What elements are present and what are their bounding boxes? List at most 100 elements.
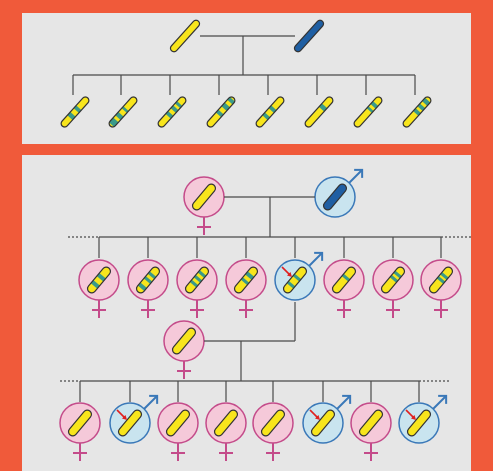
parent-chromosome-blue	[293, 19, 325, 53]
chromosome-body	[109, 96, 137, 128]
chromosome-band	[366, 106, 374, 113]
red-arrow-head	[315, 415, 320, 420]
chromosome-body	[170, 20, 200, 52]
chromosome-outline	[108, 96, 138, 128]
chromosome-band	[170, 105, 179, 113]
chromosome-body	[68, 410, 92, 436]
gamete-chromosome	[108, 96, 138, 128]
venus-icon	[372, 259, 414, 318]
mars-arrow-head	[314, 251, 324, 261]
chromosome-band	[440, 272, 449, 280]
red-arrow-shaft	[281, 266, 291, 276]
chromosome-outline	[135, 266, 161, 294]
chromosome-band	[268, 105, 277, 113]
chromosome-band	[96, 273, 106, 282]
venus-icon	[183, 176, 225, 235]
chromosome-band	[137, 282, 147, 292]
red-arrow-icon	[405, 409, 416, 420]
chromosome-outline	[67, 409, 93, 437]
chromosome-icon	[67, 409, 93, 437]
chromosome-icon	[165, 409, 191, 437]
chromosome-body	[214, 410, 238, 436]
chromosome-icon	[171, 327, 197, 355]
chromosome-body	[61, 96, 89, 128]
chromosome-body	[323, 184, 347, 210]
mars-icon	[314, 168, 364, 218]
chromosome-outline	[310, 409, 336, 437]
chromosome-outline	[304, 96, 334, 128]
chromosome-outline	[282, 266, 308, 294]
chromosome-band	[370, 101, 379, 109]
chromosome-body	[118, 410, 142, 436]
chromosome-band	[215, 109, 224, 118]
chromosome-band	[121, 106, 129, 113]
venus-icon	[163, 320, 205, 379]
venus-icon	[59, 402, 101, 461]
chromosome-body	[311, 410, 335, 436]
chromosome-band	[245, 271, 255, 280]
chromosome-body	[407, 410, 431, 436]
chromosome-body	[172, 328, 196, 354]
chromosome-band	[422, 97, 431, 106]
gamete-chromosome	[304, 96, 334, 128]
venus-icon	[205, 402, 247, 461]
chromosome-band	[197, 270, 207, 278]
gamete-chromosome	[206, 96, 236, 128]
red-arrow-shaft	[405, 409, 415, 419]
chromosome-body	[261, 410, 285, 436]
chromosome-outline	[157, 96, 187, 128]
chromosome-band	[286, 280, 296, 289]
chromosome-body	[234, 267, 258, 293]
chromosome-icon	[380, 266, 406, 294]
gamete-chromosome	[157, 96, 187, 128]
chromosome-outline	[86, 266, 112, 294]
red-arrow-icon	[281, 266, 292, 277]
chromosome-band	[436, 276, 446, 284]
mars-arrow-shaft	[348, 169, 363, 184]
chromosome-band	[115, 111, 124, 120]
chromosome-outline	[428, 266, 454, 294]
chromosome-outline	[206, 96, 236, 128]
chromosome-icon	[184, 266, 210, 294]
venus-icon	[323, 259, 365, 318]
chromosome-outline	[165, 409, 191, 437]
chromosome-icon	[331, 266, 357, 294]
venus-icon	[127, 259, 169, 318]
mars-arrow-shaft	[143, 395, 158, 410]
venus-icon	[350, 402, 392, 461]
chromosome-band	[67, 111, 76, 120]
chromosome-icon	[117, 409, 143, 437]
venus-icon	[176, 259, 218, 318]
chromosome-band	[73, 105, 82, 113]
red-arrow-shaft	[116, 409, 126, 419]
chromosome-outline	[293, 19, 325, 53]
gamete-chromosome	[255, 96, 285, 128]
chromosome-outline	[353, 96, 383, 128]
chromosome-band	[262, 112, 271, 120]
gamete-chromosome	[60, 96, 90, 128]
venus-icon	[157, 402, 199, 461]
chromosome-icon	[233, 266, 259, 294]
chromosome-icon	[322, 183, 348, 211]
chromosome-body	[305, 96, 333, 128]
mars-arrow-shaft	[308, 252, 323, 267]
chromosome-outline	[358, 409, 384, 437]
gamete-chromosome	[402, 96, 432, 128]
mars-arrow-shaft	[336, 395, 351, 410]
chromosome-outline	[171, 327, 197, 355]
chromosome-icon	[191, 183, 217, 211]
chromosome-band	[389, 274, 399, 283]
chromosome-icon	[86, 266, 112, 294]
chromosome-body	[294, 20, 324, 52]
chromosome-icon	[260, 409, 286, 437]
chromosome-outline	[233, 266, 259, 294]
chromosome-band	[318, 103, 328, 112]
chromosome-outline	[191, 183, 217, 211]
gamete-chromosome	[353, 96, 383, 128]
chromosome-icon	[406, 409, 432, 437]
chromosome-band	[189, 279, 199, 288]
chromosome-band	[413, 108, 421, 116]
chromosome-outline	[184, 266, 210, 294]
chromosome-body	[166, 410, 190, 436]
red-arrow-head	[122, 415, 127, 420]
